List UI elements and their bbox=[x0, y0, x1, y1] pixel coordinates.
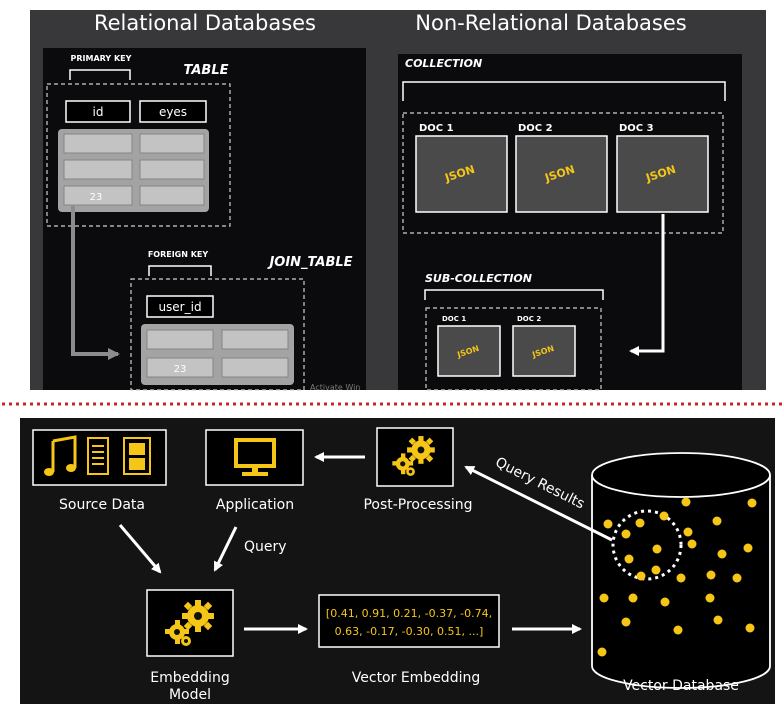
vector-point bbox=[659, 511, 669, 521]
primary-key-label: PRIMARY KEY bbox=[71, 54, 132, 63]
film-icon bbox=[123, 437, 151, 475]
table-label: TABLE bbox=[184, 63, 229, 78]
query-results-circle bbox=[611, 509, 683, 581]
column-user-id-label: user_id bbox=[158, 300, 201, 314]
join-table-cell bbox=[221, 329, 289, 350]
vector-point bbox=[717, 549, 727, 559]
join-table-label: JOIN_TABLE bbox=[266, 255, 352, 270]
vector-point bbox=[635, 518, 645, 528]
join-table-cells bbox=[146, 329, 289, 378]
vector-point bbox=[624, 554, 634, 564]
join-table-dashed-box bbox=[130, 278, 305, 391]
sub-doc-2-label: DOC 2 bbox=[517, 315, 541, 323]
activate-windows-watermark: Activate Win bbox=[310, 383, 360, 392]
table-cell bbox=[63, 133, 133, 154]
source-data-label: Source Data bbox=[59, 497, 145, 513]
vector-point bbox=[683, 527, 693, 537]
vector-point bbox=[673, 625, 683, 635]
subcollection-arrow bbox=[629, 214, 665, 356]
vector-database-label: Vector Database bbox=[623, 678, 739, 694]
query-results-arrow bbox=[464, 465, 613, 542]
collection-dashed-box bbox=[402, 112, 724, 234]
column-id-label: id bbox=[93, 105, 104, 119]
vector-point bbox=[705, 593, 715, 603]
application-label: Application bbox=[216, 497, 294, 513]
join-table-cell bbox=[146, 357, 214, 378]
vector-point bbox=[712, 516, 722, 526]
vector-point bbox=[652, 544, 662, 554]
vector-database-cylinder bbox=[591, 452, 771, 689]
table-cell bbox=[63, 159, 133, 180]
music-note-icon bbox=[44, 435, 77, 476]
table-cells bbox=[63, 133, 205, 206]
vector-point bbox=[706, 570, 716, 580]
vector-point bbox=[681, 497, 691, 507]
vector-point bbox=[603, 519, 613, 529]
vector-point bbox=[599, 593, 609, 603]
nonrelational-title: Non-Relational Databases bbox=[415, 11, 686, 35]
doc-3-label: DOC 3 bbox=[619, 123, 654, 134]
doc-2-box bbox=[515, 135, 608, 213]
monitor-icon bbox=[234, 438, 276, 476]
vector-values-line-1: [0.41, 0.91, 0.21, -0.37, -0.74, bbox=[326, 607, 492, 620]
foreign-key-bracket bbox=[148, 265, 212, 276]
subcollection-dashed-box bbox=[425, 307, 602, 391]
vector-values-line-2: 0.63, -0.17, -0.30, 0.51, ...] bbox=[335, 625, 484, 638]
vector-point bbox=[732, 573, 742, 583]
vector-point bbox=[621, 529, 631, 539]
foreign-key-label: FOREIGN KEY bbox=[148, 250, 209, 259]
vector-point bbox=[636, 571, 646, 581]
column-id bbox=[65, 100, 131, 123]
doc-2-label: DOC 2 bbox=[518, 123, 553, 134]
vector-point bbox=[660, 597, 670, 607]
join-table-cell bbox=[221, 357, 289, 378]
post-processing-label: Post-Processing bbox=[363, 497, 472, 513]
embedding-model-label-2: Model bbox=[169, 687, 211, 703]
vector-point bbox=[676, 573, 686, 583]
doc-3-box bbox=[616, 135, 709, 213]
foreign-key-arrow bbox=[71, 206, 120, 360]
doc-1-label: DOC 1 bbox=[419, 123, 454, 134]
vector-point bbox=[687, 539, 697, 549]
vector-point bbox=[651, 565, 661, 575]
application-to-embedding-arrow bbox=[213, 526, 238, 572]
column-eyes bbox=[139, 100, 207, 123]
table-cell bbox=[139, 133, 205, 154]
table-cell bbox=[63, 185, 133, 206]
relational-title: Relational Databases bbox=[94, 11, 316, 35]
embedding-model-label-1: Embedding bbox=[150, 670, 229, 686]
collection-bracket bbox=[402, 81, 726, 101]
table-cell bbox=[139, 185, 205, 206]
vector-point bbox=[745, 623, 755, 633]
vector-point bbox=[743, 543, 753, 553]
vector-point bbox=[628, 593, 638, 603]
sub-doc-1-label: DOC 1 bbox=[442, 315, 466, 323]
vector-embedding-box bbox=[318, 594, 500, 648]
column-eyes-label: eyes bbox=[159, 105, 187, 119]
vector-embedding-label: Vector Embedding bbox=[352, 670, 480, 686]
table-cell bbox=[139, 159, 205, 180]
doc-1-box bbox=[415, 135, 508, 213]
vector-point bbox=[713, 615, 723, 625]
vector-point bbox=[621, 617, 631, 627]
join-table-cell-value: 23 bbox=[174, 364, 187, 375]
database-dots bbox=[597, 497, 757, 657]
document-icon bbox=[87, 437, 109, 475]
table-dashed-box bbox=[46, 83, 231, 227]
primary-key-bracket bbox=[69, 69, 131, 80]
sub-doc-2-box bbox=[512, 325, 576, 377]
subcollection-label: SUB-COLLECTION bbox=[425, 272, 532, 285]
vector-point bbox=[747, 498, 757, 508]
collection-label: COLLECTION bbox=[405, 57, 482, 70]
source-to-embedding-arrow bbox=[118, 524, 162, 574]
query-label: Query bbox=[244, 539, 287, 555]
join-table-cell bbox=[146, 329, 214, 350]
column-user-id bbox=[146, 295, 214, 318]
table-cell-value: 23 bbox=[90, 192, 103, 203]
vector-point bbox=[597, 647, 607, 657]
subcollection-bracket bbox=[424, 289, 604, 300]
sub-doc-1-box bbox=[437, 325, 501, 377]
